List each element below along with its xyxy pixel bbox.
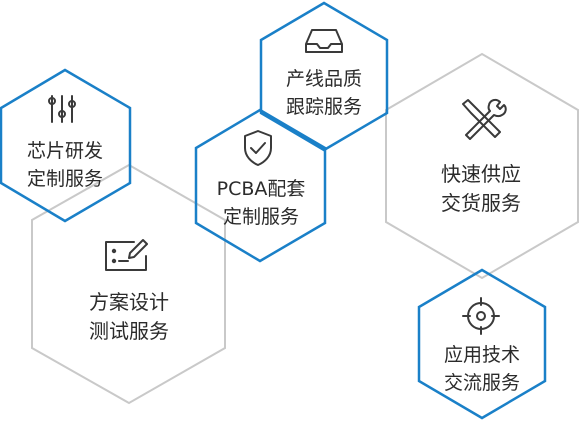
label-support: 应用技术交流服务 (443, 344, 520, 394)
edit-form-icon (105, 239, 148, 271)
label-pcba: PCBA配套定制服务 (216, 178, 306, 228)
label-design: 方案设计测试服务 (89, 290, 169, 343)
label-supply: 快速供应交货服务 (441, 162, 521, 215)
hex-design (31, 163, 226, 405)
inbox-tray-icon (305, 29, 343, 53)
hex-support (417, 268, 547, 420)
hex-chip (0, 68, 132, 223)
shield-check-icon (244, 130, 272, 166)
label-chip: 芯片研发定制服务 (26, 140, 103, 190)
tools-icon (462, 98, 507, 140)
target-icon (462, 297, 500, 335)
hex-production (259, 1, 389, 152)
label-production: 产线品质跟踪服务 (285, 68, 362, 118)
sliders-icon (48, 95, 76, 123)
